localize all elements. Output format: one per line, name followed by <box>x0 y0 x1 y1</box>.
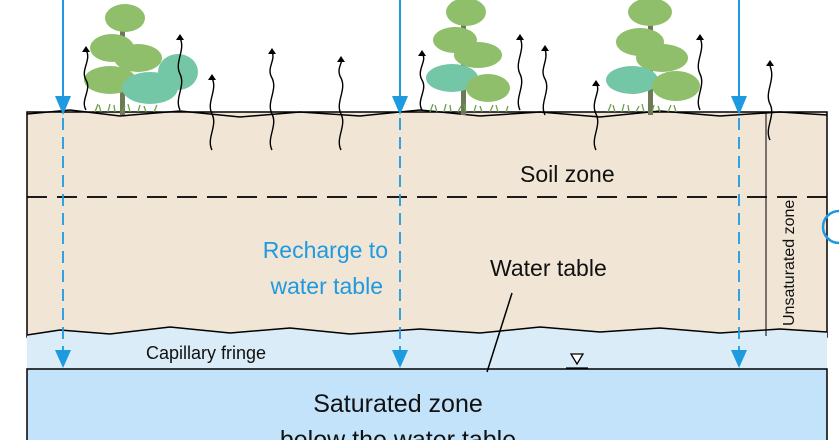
grass-tufts-icon <box>94 103 677 113</box>
water-table-pointer <box>486 292 513 373</box>
saturated-zone-area <box>26 368 828 445</box>
unsaturated-zone-area <box>26 111 828 338</box>
capillary-fringe-top-line <box>26 326 828 336</box>
water-table-symbol-icon <box>569 353 585 366</box>
edge-circle-fragment-icon <box>821 209 839 245</box>
recharge-label-line1: Recharge to <box>263 237 388 263</box>
ground-surface-line <box>26 109 828 118</box>
tree-left-icon <box>84 4 198 115</box>
recharge-arrow-left <box>55 0 71 368</box>
capillary-fringe-label: Capillary fringe <box>146 343 266 363</box>
tree-right-icon <box>606 0 700 115</box>
recharge-arrows <box>55 0 747 368</box>
water-table-label: Water table <box>490 255 607 281</box>
saturated-zone-label-line2: below the water table <box>280 426 516 440</box>
tree-middle-icon <box>426 0 510 115</box>
capillary-fringe-area <box>27 327 827 370</box>
evapotranspiration-arrows-icon <box>83 37 773 151</box>
saturated-zone-label-line1: Saturated zone <box>313 390 483 418</box>
unsaturated-zone-label: Unsaturated zone <box>781 200 798 326</box>
evapotranspiration-arrowheads-icon <box>82 34 774 86</box>
recharge-arrow-right <box>731 0 747 368</box>
recharge-arrow-middle <box>392 0 408 368</box>
soil-zone-label: Soil zone <box>520 161 615 187</box>
recharge-label-line2: water table <box>269 273 383 299</box>
